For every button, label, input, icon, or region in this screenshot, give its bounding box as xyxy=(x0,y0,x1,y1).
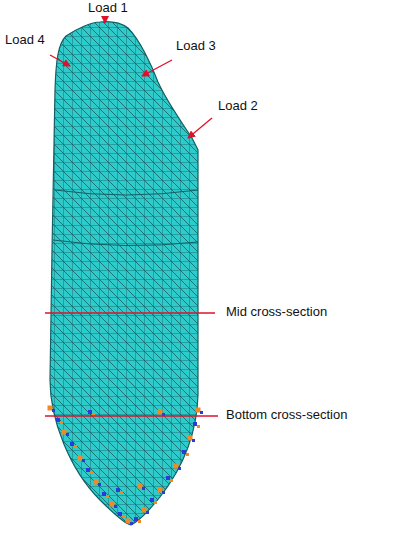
constraint-marker xyxy=(90,471,93,474)
constraint-markers xyxy=(48,406,204,526)
constraint-marker xyxy=(110,502,115,507)
section-lines xyxy=(45,313,218,416)
constraint-marker xyxy=(48,406,53,411)
constraint-marker xyxy=(66,433,69,436)
constraint-marker xyxy=(158,488,163,493)
constraint-marker xyxy=(78,456,83,461)
load-label: Load 3 xyxy=(176,38,216,53)
constraint-marker xyxy=(174,464,179,469)
constraint-marker xyxy=(138,520,141,523)
constraint-marker xyxy=(182,450,186,454)
constraint-marker xyxy=(146,511,149,514)
constraint-marker xyxy=(116,488,120,492)
constraint-marker xyxy=(142,508,147,513)
constraint-marker xyxy=(70,442,74,446)
section-label: Bottom cross-section xyxy=(226,407,347,422)
constraint-marker xyxy=(158,410,163,415)
constraint-marker xyxy=(154,501,157,504)
constraint-marker xyxy=(88,410,92,414)
constraint-marker xyxy=(142,487,145,490)
constraint-marker xyxy=(162,491,165,494)
load-arrows xyxy=(50,17,212,138)
constraint-marker xyxy=(192,439,195,442)
constraint-marker xyxy=(166,476,170,480)
constraint-marker xyxy=(150,498,154,502)
constraint-marker xyxy=(74,445,77,448)
constraint-marker xyxy=(138,484,143,489)
constraint-marker xyxy=(186,453,189,456)
constraint-marker xyxy=(178,467,181,470)
constraint-marker xyxy=(120,491,123,494)
constraint-marker xyxy=(114,505,117,508)
constraint-marker xyxy=(56,418,60,422)
constraint-marker xyxy=(86,468,90,472)
constraint-marker xyxy=(193,422,197,426)
constraint-marker xyxy=(106,495,109,498)
constraint-marker xyxy=(52,409,55,412)
constraint-marker xyxy=(200,411,203,414)
constraint-marker xyxy=(196,408,201,413)
constraint-marker xyxy=(134,517,138,521)
constraint-marker xyxy=(130,522,133,525)
constraint-marker xyxy=(102,492,106,496)
constraint-marker xyxy=(118,512,122,516)
load-label: Load 4 xyxy=(5,32,45,47)
load-label: Load 1 xyxy=(88,0,128,15)
constraint-marker xyxy=(188,436,193,441)
constraint-marker xyxy=(126,519,131,524)
constraint-marker xyxy=(62,430,67,435)
tooth-mesh xyxy=(40,15,210,530)
constraint-marker xyxy=(60,421,63,424)
constraint-marker xyxy=(98,483,101,486)
load-label: Load 2 xyxy=(218,98,258,113)
constraint-marker xyxy=(82,459,85,462)
constraint-marker xyxy=(94,480,99,485)
section-label: Mid cross-section xyxy=(226,304,327,319)
constraint-marker xyxy=(197,425,200,428)
constraint-marker xyxy=(122,515,125,518)
constraint-marker xyxy=(170,479,173,482)
